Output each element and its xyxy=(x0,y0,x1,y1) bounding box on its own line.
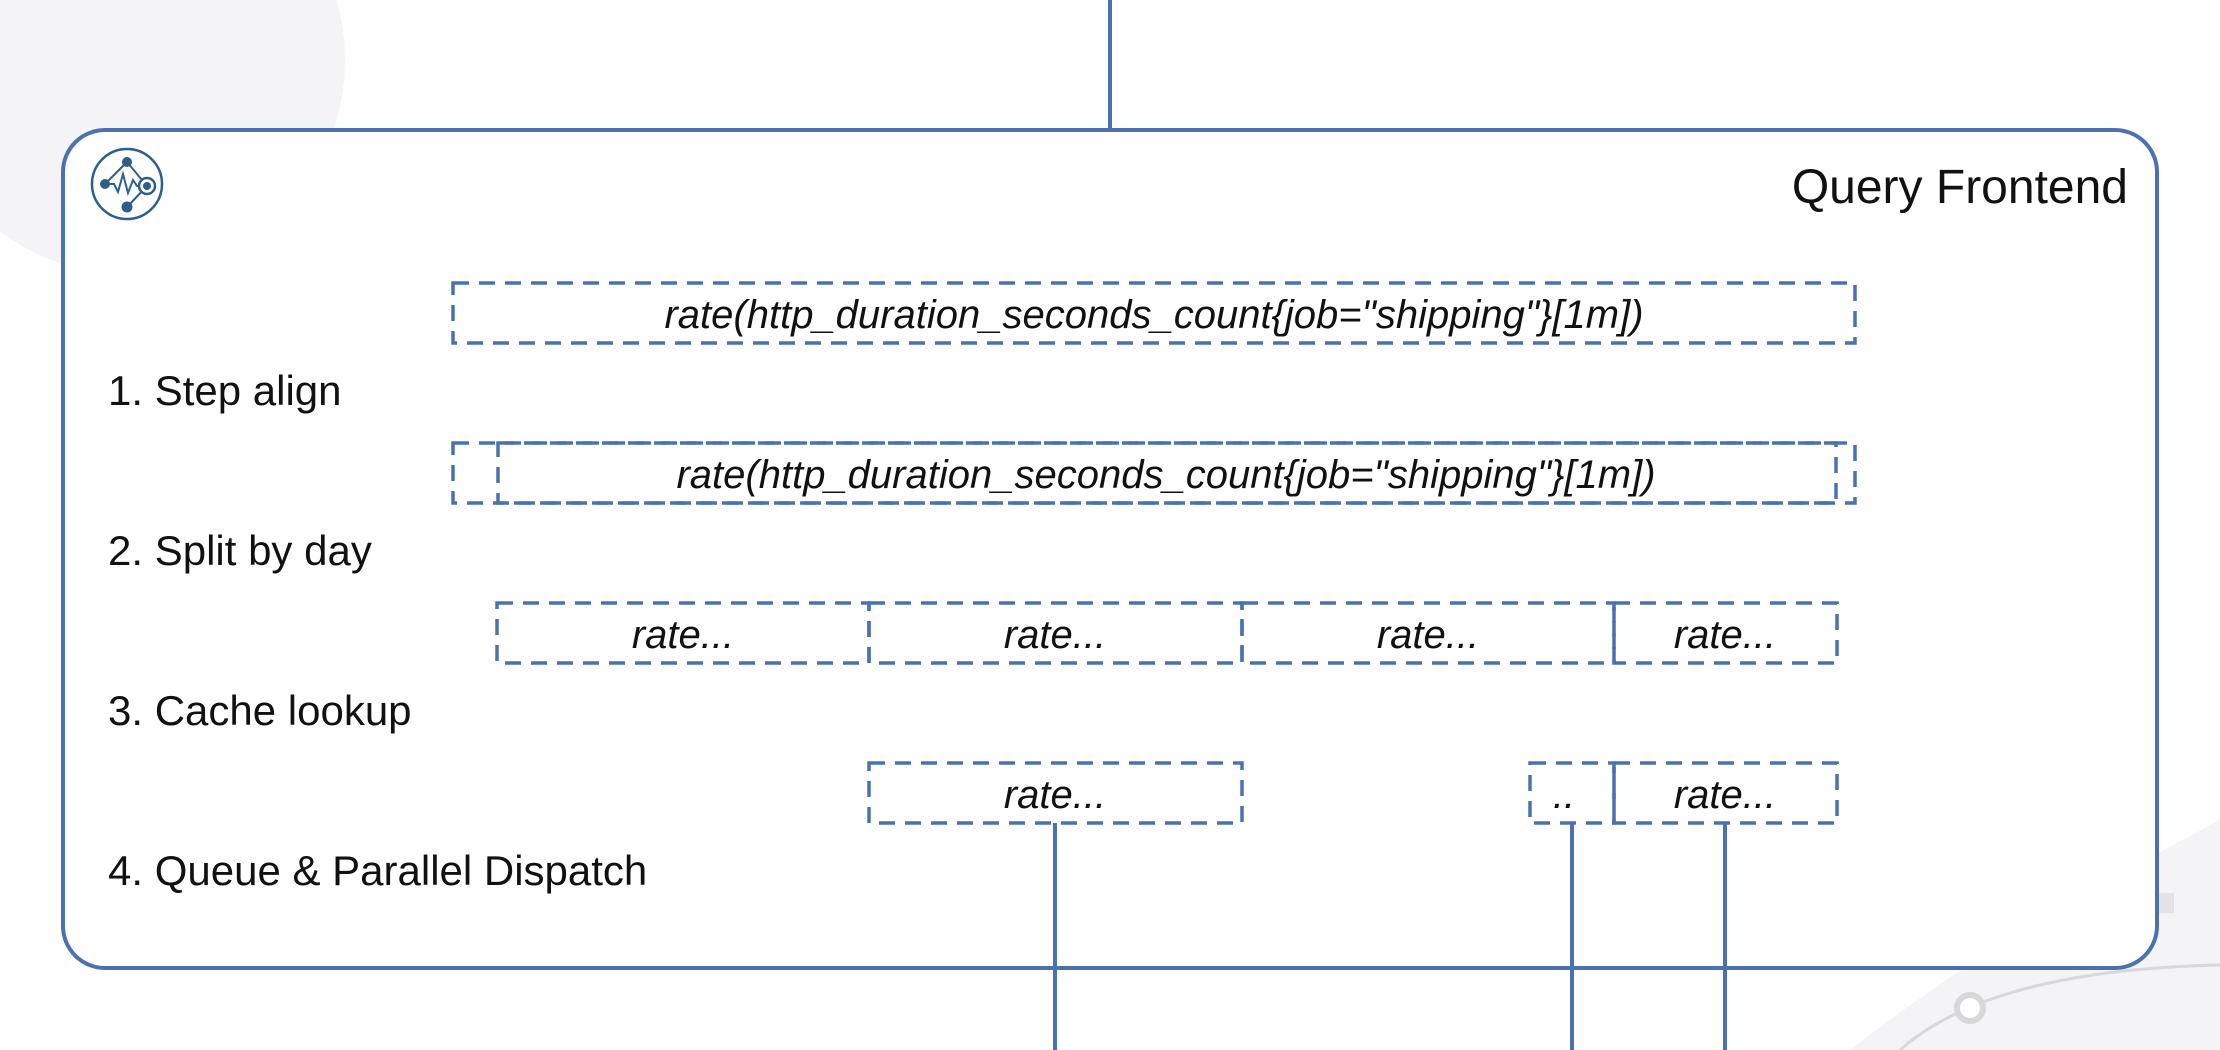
aligned-query-inner-box xyxy=(496,441,1838,505)
frame-title: Query Frontend xyxy=(1792,161,2128,214)
original-query-text: rate(http_duration_seconds_count{job="sh… xyxy=(664,293,1643,337)
background-node xyxy=(1954,992,1986,1024)
split-query-text-2: rate... xyxy=(1004,613,1106,657)
cache-miss-text-partial: .. xyxy=(1553,773,1575,817)
step-label-split: 2. Split by day xyxy=(108,527,372,574)
grafana-cortex-logo-icon xyxy=(90,147,164,221)
original-query-box xyxy=(451,281,1857,345)
split-query-text-4: rate... xyxy=(1674,613,1776,657)
step-label-align: 1. Step align xyxy=(108,367,342,414)
background-tab xyxy=(2158,893,2174,913)
split-query-text-3: rate... xyxy=(1377,613,1479,657)
cache-miss-text-1: rate... xyxy=(1004,773,1106,817)
cache-miss-text-2: rate... xyxy=(1674,773,1776,817)
split-query-text-1: rate... xyxy=(632,613,734,657)
split-query-box-4 xyxy=(1612,601,1839,665)
aligned-query-text: rate(http_duration_seconds_count{job="sh… xyxy=(676,453,1655,497)
step-label-cache: 3. Cache lookup xyxy=(108,687,412,734)
background-curve xyxy=(1899,963,2220,1050)
step-label-dispatch: 4. Queue & Parallel Dispatch xyxy=(108,847,647,894)
query-frontend-frame xyxy=(61,128,2159,970)
cache-miss-box-1 xyxy=(867,761,1244,825)
